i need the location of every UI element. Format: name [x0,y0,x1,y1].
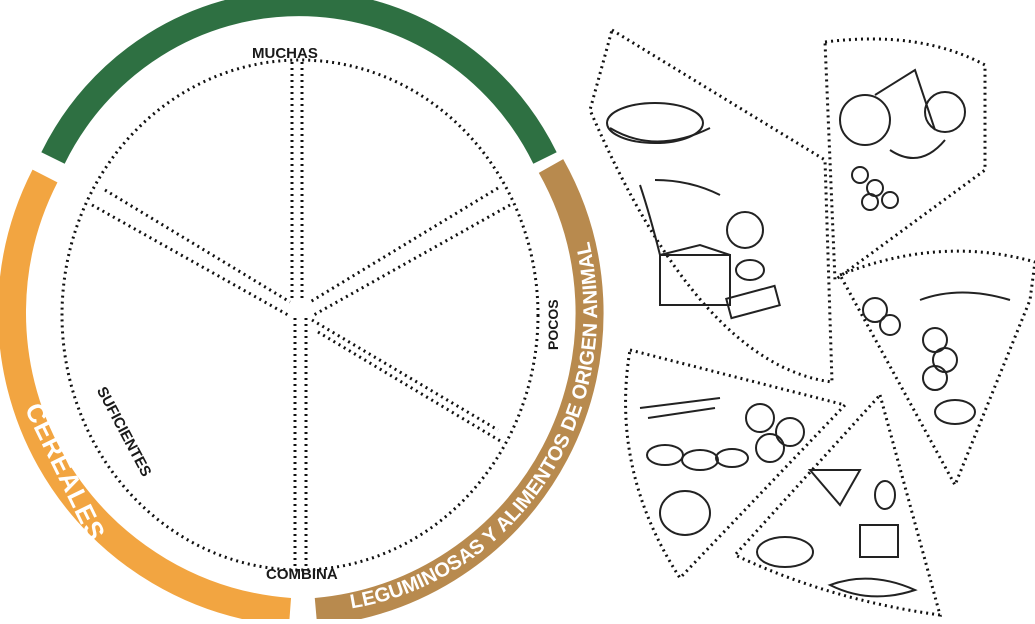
cereal-foods-icon [607,103,780,318]
arc-leguminosas [316,166,590,612]
amount-label-muchas: MUCHAS [252,45,318,62]
amount-label-combina: COMBINA [266,566,338,583]
cutout-cereals [590,30,832,382]
arc-label-leguminosas: LEGUMINOSAS Y ALIMENTOS DE ORIGEN ANIMAL [348,240,602,613]
arc-cereales [12,176,290,612]
dotted-plate [62,60,538,570]
animal-foods-icon [757,470,915,596]
arc-verduras-frutas [53,3,545,158]
amount-label-pocos: POCOS [545,299,561,350]
vegetables-icon [640,398,804,535]
fruits-icon [840,70,965,210]
